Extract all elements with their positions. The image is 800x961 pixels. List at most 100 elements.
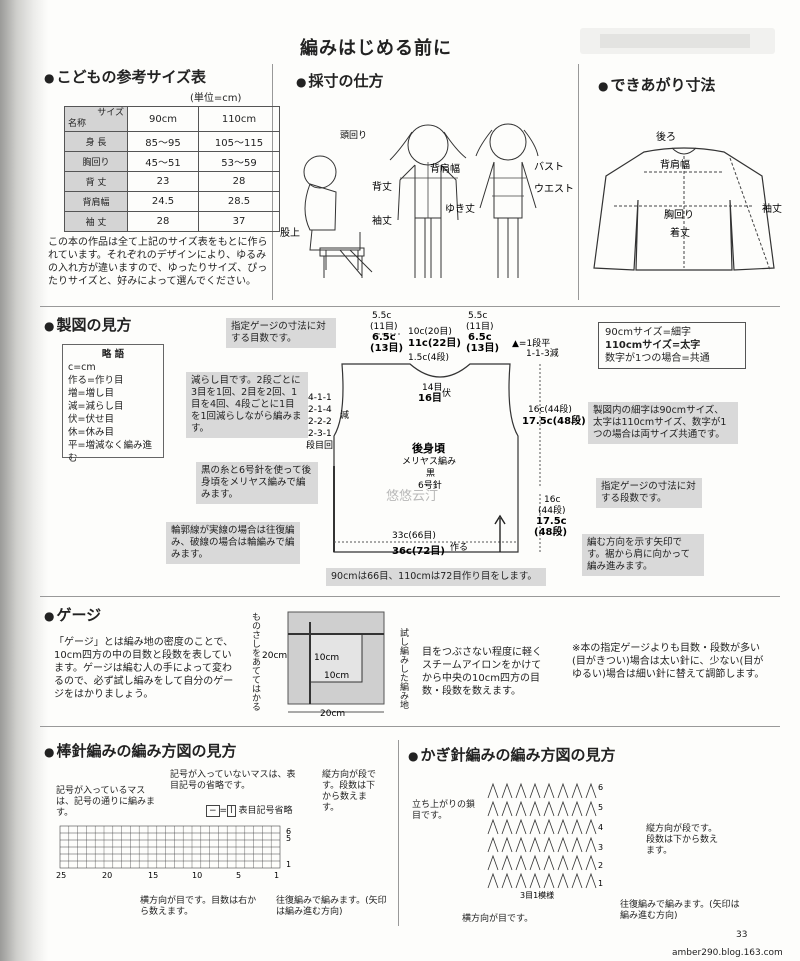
dim-top-left-c: 6.5c bbox=[372, 332, 396, 343]
divider bbox=[398, 740, 399, 926]
dim-10h: 10cm bbox=[314, 653, 339, 663]
crochet-stitch-mark bbox=[585, 872, 597, 889]
piece-needle: 6号針 bbox=[418, 479, 442, 491]
crochet-stitch-mark bbox=[501, 800, 513, 817]
note-cast-on: 90cmは66目、110cmは72目作り目をします。 bbox=[326, 568, 546, 586]
crochet-stitch-mark bbox=[501, 854, 513, 871]
note-decrease: 減らし目です。2段ごとに3目を1回、2目を2回、1目を4回、4段ごとに1目を1回… bbox=[186, 372, 308, 438]
knit-note-blank: 記号が入っていないマスは、表目記号の省略です。 bbox=[170, 770, 296, 791]
abbr-item: 休=休み目 bbox=[68, 427, 114, 438]
knit-note-rows: 縦方向が段です。段数は下から数えます。 bbox=[322, 770, 377, 813]
crochet-stitch-mark bbox=[543, 818, 555, 835]
page-title: 編みはじめる前に bbox=[300, 38, 452, 59]
label-crotch: 股上 bbox=[280, 227, 300, 239]
crochet-stitch-mark bbox=[571, 854, 583, 871]
dec-seq-3: 2-2-2 bbox=[308, 417, 332, 427]
knit-col-1: 1 bbox=[274, 871, 279, 880]
sym-triangle: ▲=1段平 bbox=[512, 337, 550, 349]
knit-row-1: 1 bbox=[286, 860, 291, 869]
corner-bottom: 名称 bbox=[68, 119, 87, 129]
dim-right-a: 16c(44段) bbox=[528, 403, 572, 415]
crochet-stitch-mark bbox=[571, 872, 583, 889]
dim-top-mid-a: 10c(20目) bbox=[408, 326, 452, 337]
label-sleeve: 袖丈 bbox=[372, 214, 392, 227]
size-ref-heading: ●こどもの参考サイズ表 bbox=[44, 68, 207, 86]
abbr-item: 作る=作り目 bbox=[68, 375, 124, 386]
gauge-heading-text: ゲージ bbox=[56, 606, 102, 624]
gauge-swatch: 20cm 10cm 10cm 20cm bbox=[262, 611, 385, 719]
label-length: 着丈 bbox=[670, 226, 690, 239]
size-legend-box: 90cmサイズ=細字 110cmサイズ=太字 数字が1つの場合=共通 bbox=[598, 322, 746, 369]
piece-color: 黒 bbox=[426, 468, 435, 479]
knit-chart-heading-text: 棒針編みの編み方図の見方 bbox=[56, 742, 237, 760]
knit-note-cols: 横方向が目です。目数は右から数えます。 bbox=[140, 896, 257, 917]
page-number: 33 bbox=[736, 930, 748, 940]
crochet-stitch-mark bbox=[529, 782, 541, 799]
finished-heading-text: できあがり寸法 bbox=[610, 76, 716, 94]
note-yarn: 黒の糸と6号針を使って後身頃をメリヤス編みで編みます。 bbox=[196, 462, 318, 504]
note-outline: 輪郭線が実線の場合は往復編み、破線の場合は輪編みで編みます。 bbox=[166, 522, 300, 564]
legend-thin: 90cmサイズ=細字 bbox=[605, 327, 692, 338]
crochet-row-numbers: 6 5 4 3 2 1 bbox=[598, 783, 603, 888]
footer-credit: amber290.blog.163.com bbox=[672, 948, 783, 958]
crochet-stitch-mark bbox=[487, 782, 499, 799]
knit-col-20: 20 bbox=[102, 871, 112, 880]
crochet-note-ch: 立ち上がりの鎖目です。 bbox=[412, 800, 476, 821]
crochet-stitch-mark bbox=[529, 854, 541, 871]
crochet-stitch-mark bbox=[487, 872, 499, 889]
crochet-stitch-mark bbox=[487, 836, 499, 853]
size-note: この本の作品は全て上記のサイズ表をもとに作られています。それぞれのデザインにより… bbox=[48, 237, 268, 287]
crochet-stitch-mark bbox=[529, 872, 541, 889]
dim-20h: 20cm bbox=[262, 651, 287, 661]
label-shoulder: 背肩幅 bbox=[430, 162, 460, 175]
crochet-stitch-mark bbox=[585, 836, 597, 853]
measure-heading-text: 採寸の仕方 bbox=[308, 72, 384, 90]
knit-chart-heading: ●棒針編みの編み方図の見方 bbox=[44, 742, 237, 760]
dec-seq-2: 2-1-4 bbox=[308, 405, 332, 415]
crochet-note-rows: 縦方向が段です。段数は下から数えます。 bbox=[646, 824, 719, 856]
size-ref-heading-text: こどもの参考サイズ表 bbox=[56, 68, 207, 86]
dec-label: 減 bbox=[340, 409, 349, 421]
dim-right2-a: 16c bbox=[544, 495, 560, 505]
child-head bbox=[303, 155, 337, 189]
abbr-item: 増=増し目 bbox=[68, 388, 114, 399]
note-direction: 編む方向を示す矢印です。裾から肩に向かって編み進みます。 bbox=[582, 534, 704, 576]
piece-stitch: メリヤス編み bbox=[402, 455, 456, 467]
dim-right2-d: (48段) bbox=[534, 525, 567, 538]
header-decoration bbox=[570, 22, 780, 60]
crochet-stitch-mark bbox=[557, 818, 569, 835]
cell: 23 bbox=[127, 171, 199, 192]
crochet-stitch-mark bbox=[515, 800, 527, 817]
dim-top-right-a: 5.5c bbox=[468, 311, 487, 321]
dim-20v: 20cm bbox=[320, 709, 345, 719]
crochet-chart-heading: ●かぎ針編みの編み方図の見方 bbox=[408, 746, 616, 764]
iron-text: 目をつぶさない程度に軽くスチームアイロンをかけてから中央の10cm四方の目数・段… bbox=[422, 647, 542, 697]
finished-sweater: 後ろ 背肩幅 胸回り 着丈 袖丈 bbox=[593, 130, 782, 271]
row-label: 胸回り bbox=[64, 151, 128, 172]
crochet-repeat: 3目1模様 bbox=[520, 890, 554, 900]
gauge-text: 「ゲージ」とは編み地の密度のことで、10cm四方の中の目数と段数を表しています。… bbox=[54, 637, 234, 700]
sym-triangle-2: 1-1-3減 bbox=[526, 347, 559, 359]
label-back: 後ろ bbox=[656, 130, 676, 143]
crochet-stitch-mark bbox=[543, 782, 555, 799]
crochet-stitch-mark bbox=[487, 818, 499, 835]
crochet-stitch-mark bbox=[515, 854, 527, 871]
knit-omit: −=l 表目記号省略 bbox=[206, 805, 293, 817]
row-label: 袖 丈 bbox=[64, 211, 128, 232]
note-row-count: 指定ゲージの寸法に対する段数です。 bbox=[596, 478, 702, 508]
crochet-stitch-mark bbox=[529, 800, 541, 817]
crochet-note-dir: 往復編みで編みます。(矢印は編み進む方向) bbox=[620, 900, 740, 921]
cell: 28 bbox=[198, 171, 280, 192]
abbr-title: 略 語 bbox=[101, 349, 125, 360]
crochet-stitch-mark bbox=[557, 782, 569, 799]
dim-right2-c: 17.5c bbox=[536, 516, 567, 527]
dim-top-mid-b: 11c(22目) bbox=[408, 337, 461, 349]
cell: 45〜51 bbox=[127, 151, 199, 172]
divider bbox=[578, 64, 579, 300]
cell: 28.5 bbox=[198, 191, 280, 212]
crochet-stitch-mark bbox=[529, 836, 541, 853]
knit-note-dir: 往復編みで編みます。(矢印は編み進む方向) bbox=[276, 896, 387, 917]
crochet-stitch-mark bbox=[501, 818, 513, 835]
divider bbox=[40, 306, 780, 307]
piece-name: 後身頃 bbox=[412, 441, 446, 455]
